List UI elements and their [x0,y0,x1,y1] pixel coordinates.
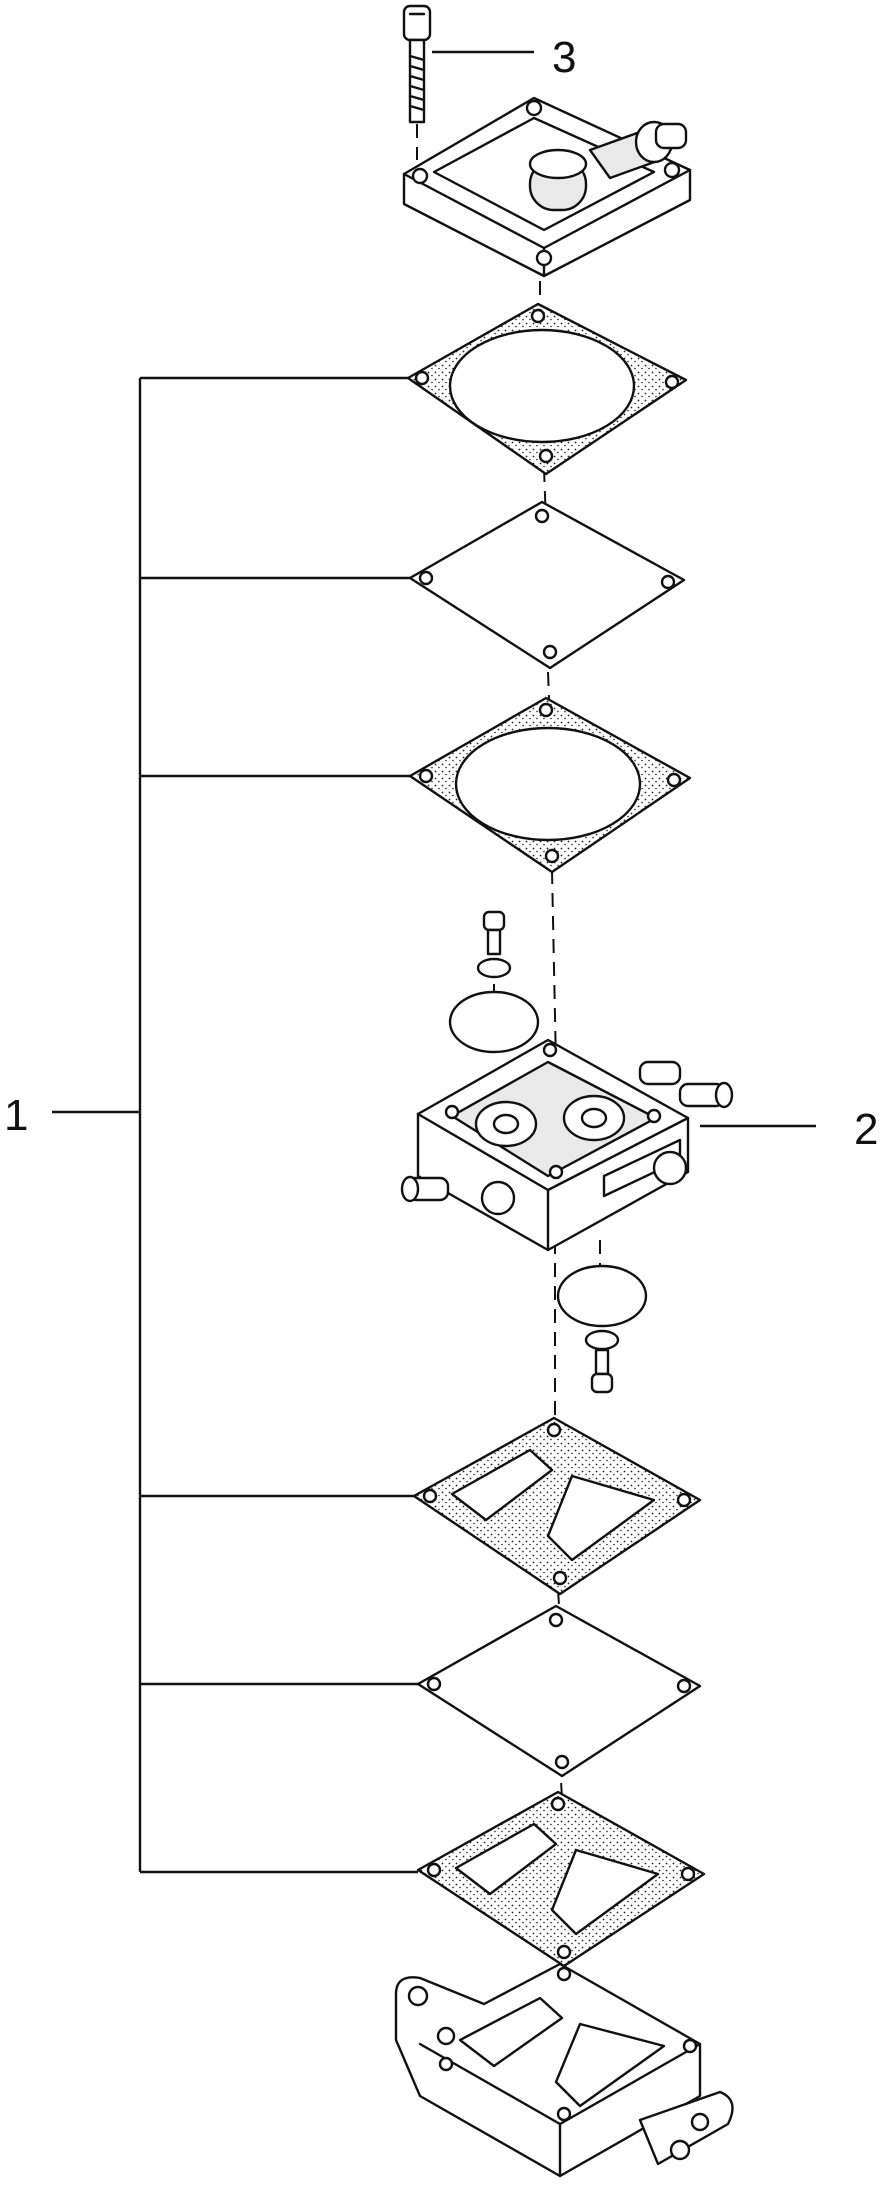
pump-body [400,1038,734,1252]
gasket [412,1416,702,1596]
callout-number-2: 2 [854,1105,878,1154]
diaphragm [416,1604,702,1778]
check-valve-upper [448,910,540,1054]
diaphragm [408,500,686,670]
screw [402,4,432,160]
gasket [408,696,692,874]
pump-cover [402,96,692,278]
callout-number-1: 1 [4,1091,28,1140]
gasket [406,302,688,476]
base-plate [394,1962,734,2178]
callout-number-3: 3 [552,33,576,82]
check-valve-lower [556,1264,648,1394]
gasket [416,1790,706,1968]
callout-1-bracket [52,376,418,1874]
